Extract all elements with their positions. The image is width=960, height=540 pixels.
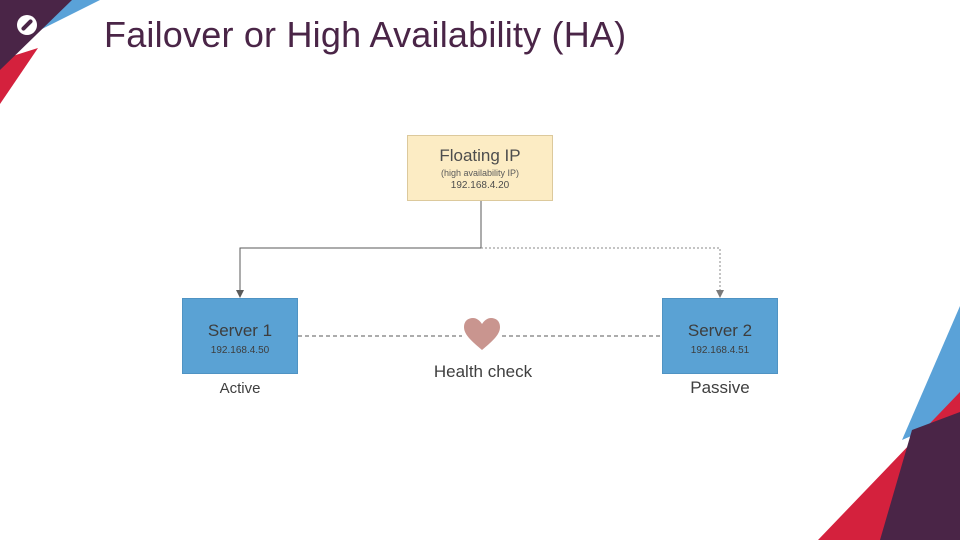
floating-ip-label: Floating IP — [439, 146, 521, 165]
server-1-label: Server 1 — [207, 321, 273, 340]
server-1-ip: 192.168.4.50 — [210, 345, 270, 356]
arrowhead-server-2 — [716, 290, 724, 298]
link-floating-ip-to-server-1 — [239, 201, 482, 296]
server-2-box: Server 2 192.168.4.51 — [662, 298, 778, 374]
floating-ip-address: 192.168.4.20 — [450, 180, 510, 191]
slide-title: Failover or High Availability (HA) — [104, 14, 627, 55]
server-1-status: Active — [219, 380, 261, 397]
corner-plum-triangle-top-left — [0, 0, 72, 70]
floating-ip-sublabel: (high availability IP) — [440, 168, 520, 178]
heart-icon — [464, 318, 500, 350]
link-floating-ip-to-server-2 — [481, 247, 721, 296]
server-2-ip: 192.168.4.51 — [690, 345, 750, 356]
corner-red-triangle-top-left — [0, 48, 38, 104]
logo-icon — [17, 15, 37, 35]
server-1-box: Server 1 192.168.4.50 — [182, 298, 298, 374]
arrowhead-server-1 — [236, 290, 244, 298]
server-2-status: Passive — [690, 378, 750, 397]
floating-ip-box: Floating IP (high availability IP) 192.1… — [407, 135, 553, 201]
corner-plum-triangle-bottom-right — [880, 412, 960, 540]
server-2-label: Server 2 — [687, 321, 753, 340]
health-check-label: Health check — [433, 362, 533, 381]
corner-blue-triangle-bottom-right — [902, 306, 960, 440]
